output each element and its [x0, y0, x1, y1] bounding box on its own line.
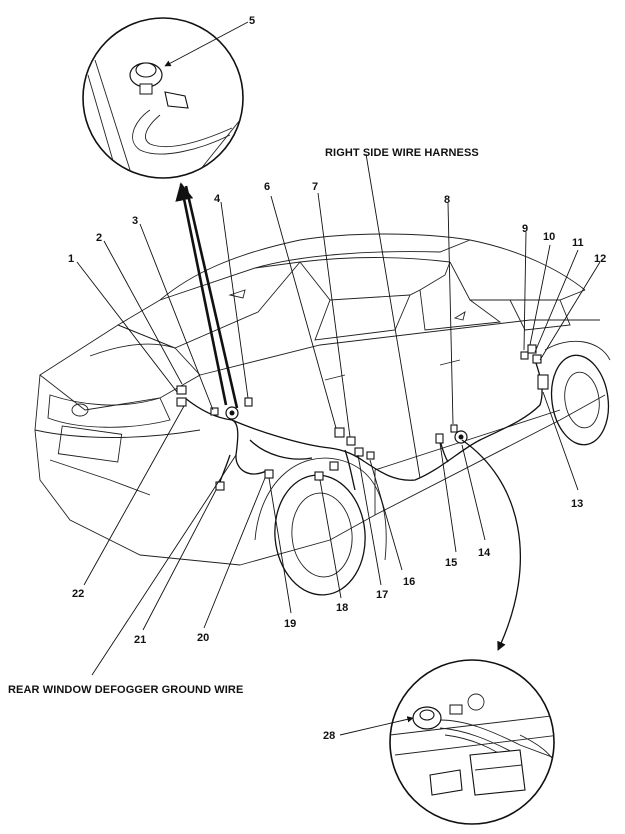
callout-5: 5: [249, 15, 255, 27]
callout-13: 13: [571, 498, 583, 510]
callout-1: 1: [68, 253, 74, 265]
arrow-to-top-inset: [175, 182, 228, 406]
callout-11: 11: [572, 237, 584, 249]
callout-8: 8: [444, 194, 450, 206]
callout-6: 6: [264, 181, 270, 193]
callout-2: 2: [96, 232, 102, 244]
callout-9: 9: [522, 223, 528, 235]
callout-10: 10: [543, 231, 555, 243]
arrow-to-top-inset-2: [184, 185, 239, 409]
callout-18: 18: [336, 602, 348, 614]
callout-21: 21: [134, 634, 146, 646]
caption-rear-window-ground: REAR WINDOW DEFOGGER GROUND WIRE: [8, 684, 243, 696]
callout-19: 19: [284, 618, 296, 630]
callout-12: 12: [594, 253, 606, 265]
callout-16: 16: [403, 576, 415, 588]
callout-7: 7: [312, 181, 318, 193]
callout-28: 28: [323, 730, 335, 742]
leader-lines: [76, 21, 601, 736]
car-body: [34, 233, 611, 596]
callout-3: 3: [132, 215, 138, 227]
callout-17: 17: [376, 589, 388, 601]
callout-14: 14: [478, 547, 491, 559]
callout-22: 22: [72, 588, 84, 600]
detail-inset-top: [82, 17, 244, 179]
caption-right-side-harness: RIGHT SIDE WIRE HARNESS: [325, 147, 479, 159]
detail-inset-bottom: [389, 659, 555, 825]
arrow-to-bottom-inset: [461, 439, 522, 651]
callout-20: 20: [197, 632, 209, 644]
callout-labels: 1 2 3 4 5 6 7 8 9 10 11 12 13 14 15 16 1…: [68, 15, 606, 742]
callout-4: 4: [214, 193, 221, 205]
callout-15: 15: [445, 557, 457, 569]
wire-harness: [176, 344, 549, 491]
